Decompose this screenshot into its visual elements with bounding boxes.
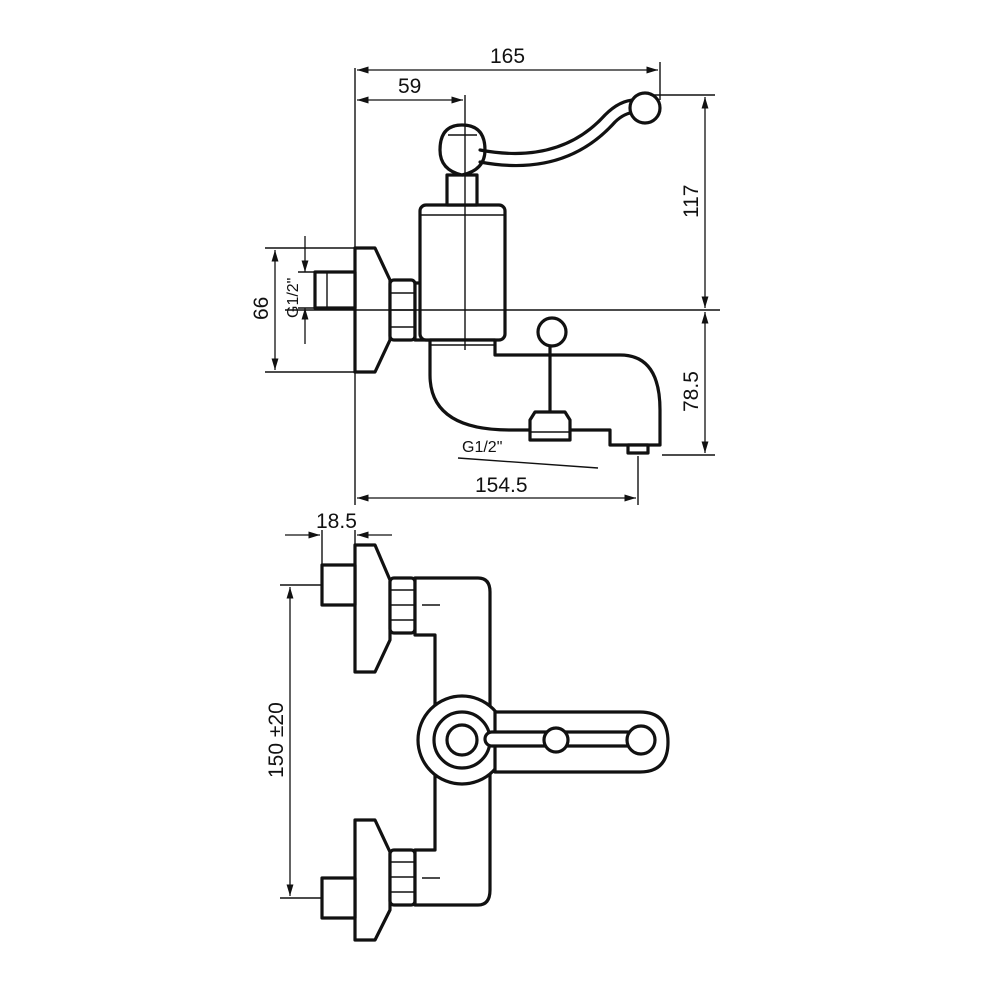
handle-lever	[478, 98, 637, 156]
diverter-knob	[536, 316, 568, 348]
dim-spout-height: 78.5	[680, 371, 703, 412]
spout-aerator	[626, 443, 650, 455]
upper-flange	[353, 543, 392, 674]
dim-wall-offset: 18.5	[316, 510, 357, 533]
side-view	[285, 68, 720, 505]
handle-knob	[438, 123, 487, 177]
dim-spout-length: 154.5	[475, 474, 528, 497]
dim-width-overall: 165	[490, 45, 525, 68]
lever-mid-boss	[542, 726, 570, 754]
diverter-base	[528, 410, 572, 442]
valve-stem	[445, 723, 479, 757]
dim-handle-offset: 59	[398, 75, 421, 98]
valve-body	[418, 203, 507, 342]
valve-neck	[445, 173, 479, 207]
dim-inlet-height: 66	[250, 297, 273, 320]
lever-ball	[625, 724, 657, 756]
lower-flange	[353, 818, 392, 942]
spout	[428, 338, 662, 447]
dim-height-handle: 117	[680, 185, 703, 218]
outlet-leader	[457, 457, 599, 469]
dim-inlet-spacing: 150 ±20	[265, 702, 288, 778]
top-view	[320, 543, 670, 942]
dim-outlet-thread: G1/2"	[462, 439, 502, 456]
dim-inlet-thread: G1/2"	[285, 278, 302, 318]
side-view-dimensions: 165 59 117 78.5 66 G1/2" G1/2" 154.5	[250, 45, 715, 505]
inlet-stub	[313, 270, 357, 310]
top-view-dimensions: 18.5 150 ±20	[265, 510, 392, 899]
upper-inlet-stub	[320, 563, 357, 607]
lower-inlet-stub	[320, 876, 357, 920]
handle-ball	[628, 91, 662, 125]
